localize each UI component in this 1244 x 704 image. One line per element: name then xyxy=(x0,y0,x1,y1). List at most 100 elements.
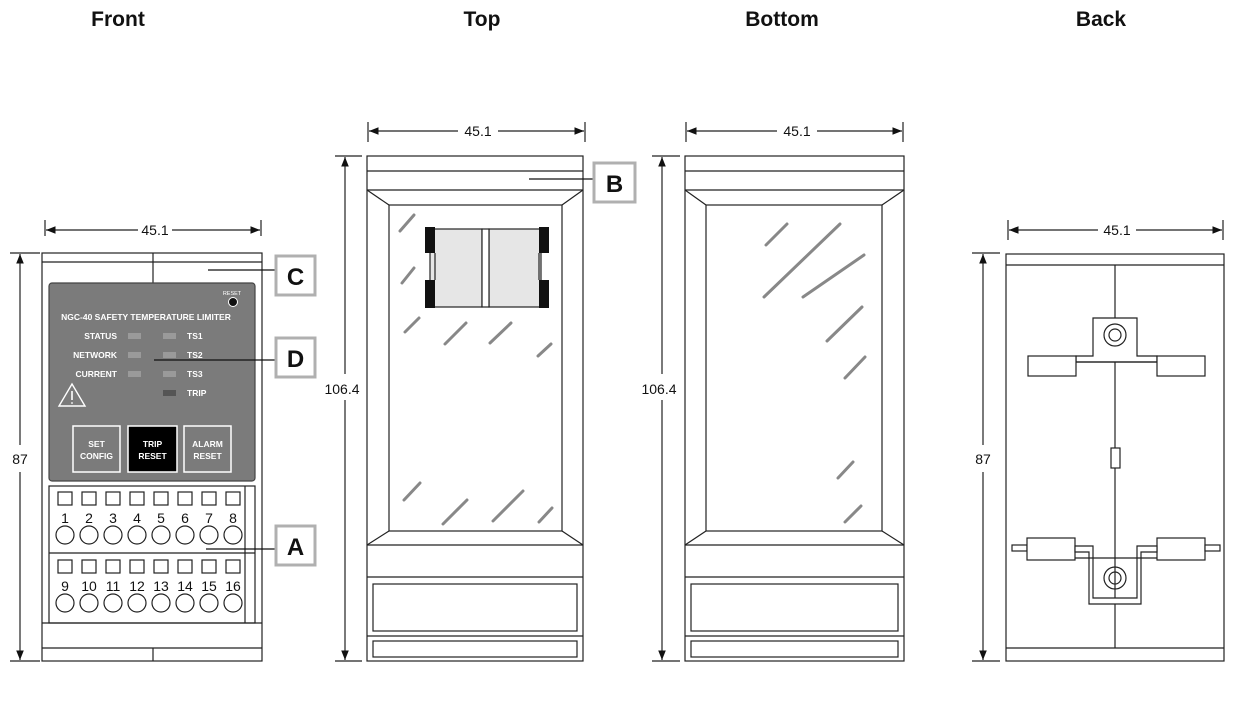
callout-b: B xyxy=(606,171,623,198)
terminal-release-slot[interactable] xyxy=(57,491,73,506)
terminal-screw[interactable] xyxy=(79,525,99,545)
front-height-label: 87 xyxy=(12,451,28,467)
terminal-screw[interactable] xyxy=(151,593,171,613)
terminal-screw[interactable] xyxy=(175,593,195,613)
back-housing xyxy=(1005,253,1225,662)
status-led xyxy=(128,333,141,339)
callout-c-box xyxy=(274,254,317,297)
ts2-led xyxy=(163,352,176,358)
terminal-release-slot[interactable] xyxy=(225,491,241,506)
terminal-release-slot[interactable] xyxy=(81,491,97,506)
terminal-number: 6 xyxy=(181,510,189,526)
bottom-view: 45.1 106.4 xyxy=(641,122,905,662)
callout-b-box xyxy=(592,161,637,204)
back-center-slot xyxy=(1110,447,1121,469)
terminal-release-slot[interactable] xyxy=(129,559,145,574)
terminal-release-slot[interactable] xyxy=(105,559,121,574)
callout-a: A xyxy=(287,534,304,561)
terminal-number: 3 xyxy=(109,510,117,526)
bottom-housing xyxy=(684,155,905,662)
alarm-reset-button[interactable]: ALARM RESET xyxy=(183,425,232,473)
terminal-number: 13 xyxy=(153,578,169,594)
back-width-label: 45.1 xyxy=(1103,222,1130,238)
terminal-screw[interactable] xyxy=(199,593,219,613)
alarm-reset-label-1: ALARM xyxy=(192,439,223,449)
trip-reset-button[interactable]: TRIP RESET xyxy=(127,425,178,473)
terminal-screw[interactable] xyxy=(103,593,123,613)
status-label: STATUS xyxy=(84,331,117,341)
set-config-label-2: CONFIG xyxy=(80,451,113,461)
terminal-release-slot[interactable] xyxy=(105,491,121,506)
terminal-screw[interactable] xyxy=(127,593,147,613)
top-view-title: Top xyxy=(463,8,501,31)
terminal-release-slot[interactable] xyxy=(153,559,169,574)
network-led xyxy=(128,352,141,358)
set-config-label-1: SET xyxy=(88,439,105,449)
trip-reset-label-2: RESET xyxy=(138,451,167,461)
terminal-number: 8 xyxy=(229,510,237,526)
terminal-number: 4 xyxy=(133,510,141,526)
reset-pinhole[interactable] xyxy=(228,297,238,307)
terminal-release-slot[interactable] xyxy=(57,559,73,574)
terminal-screw[interactable] xyxy=(127,525,147,545)
callout-d-box xyxy=(274,336,317,379)
terminal-release-slot[interactable] xyxy=(177,559,193,574)
ts3-led xyxy=(163,371,176,377)
terminal-release-slot[interactable] xyxy=(153,491,169,506)
top-glass-window xyxy=(388,204,563,532)
top-view: 45.1 106.4 xyxy=(324,122,586,662)
back-height-label: 87 xyxy=(975,451,991,467)
terminal-release-slot[interactable] xyxy=(81,559,97,574)
front-width-label: 45.1 xyxy=(141,222,168,238)
ts1-label: TS1 xyxy=(187,331,203,341)
ts1-led xyxy=(163,333,176,339)
trip-label: TRIP xyxy=(187,388,207,398)
terminal-screw[interactable] xyxy=(175,525,195,545)
front-view-title: Front xyxy=(91,8,145,31)
trip-reset-label-1: TRIP xyxy=(143,439,163,449)
current-led xyxy=(128,371,141,377)
back-view: 45.1 87 xyxy=(972,220,1225,662)
terminal-release-slot[interactable] xyxy=(225,559,241,574)
terminal-screw[interactable] xyxy=(151,525,171,545)
terminal-screw[interactable] xyxy=(55,593,75,613)
connector-block xyxy=(425,227,549,308)
terminal-screw[interactable] xyxy=(223,593,243,613)
ts2-label: TS2 xyxy=(187,350,203,360)
din-clip-bottom xyxy=(1011,537,1221,605)
set-config-button[interactable]: SET CONFIG xyxy=(72,425,121,473)
terminal-release-slot[interactable] xyxy=(201,491,217,506)
reset-label: RESET xyxy=(223,291,242,297)
terminal-number: 15 xyxy=(201,578,217,594)
top-housing xyxy=(366,155,584,662)
bottom-view-title: Bottom xyxy=(745,8,819,31)
terminal-release-slot[interactable] xyxy=(201,559,217,574)
terminal-number: 7 xyxy=(205,510,213,526)
terminal-screw[interactable] xyxy=(199,525,219,545)
terminal-screw[interactable] xyxy=(79,593,99,613)
callout-d: D xyxy=(287,346,304,373)
alarm-reset-label-2: RESET xyxy=(193,451,222,461)
top-glass-reflections xyxy=(398,213,554,526)
front-housing xyxy=(41,252,263,662)
ts3-label: TS3 xyxy=(187,369,203,379)
terminal-release-slot[interactable] xyxy=(129,491,145,506)
terminal-number: 11 xyxy=(106,578,121,594)
current-label: CURRENT xyxy=(75,369,117,379)
panel-title: NGC-40 SAFETY TEMPERATURE LIMITER xyxy=(61,312,231,322)
warning-icon xyxy=(57,382,87,407)
terminal-number: 1 xyxy=(61,510,69,526)
terminal-screw[interactable] xyxy=(223,525,243,545)
terminal-screw[interactable] xyxy=(103,525,123,545)
terminal-release-slot[interactable] xyxy=(177,491,193,506)
terminal-number: 16 xyxy=(225,578,241,594)
network-label: NETWORK xyxy=(73,350,118,360)
terminal-number: 9 xyxy=(61,578,69,594)
terminal-screw[interactable] xyxy=(55,525,75,545)
terminal-number: 14 xyxy=(177,578,193,594)
terminal-number: 10 xyxy=(81,578,97,594)
callout-c: C xyxy=(287,264,304,291)
